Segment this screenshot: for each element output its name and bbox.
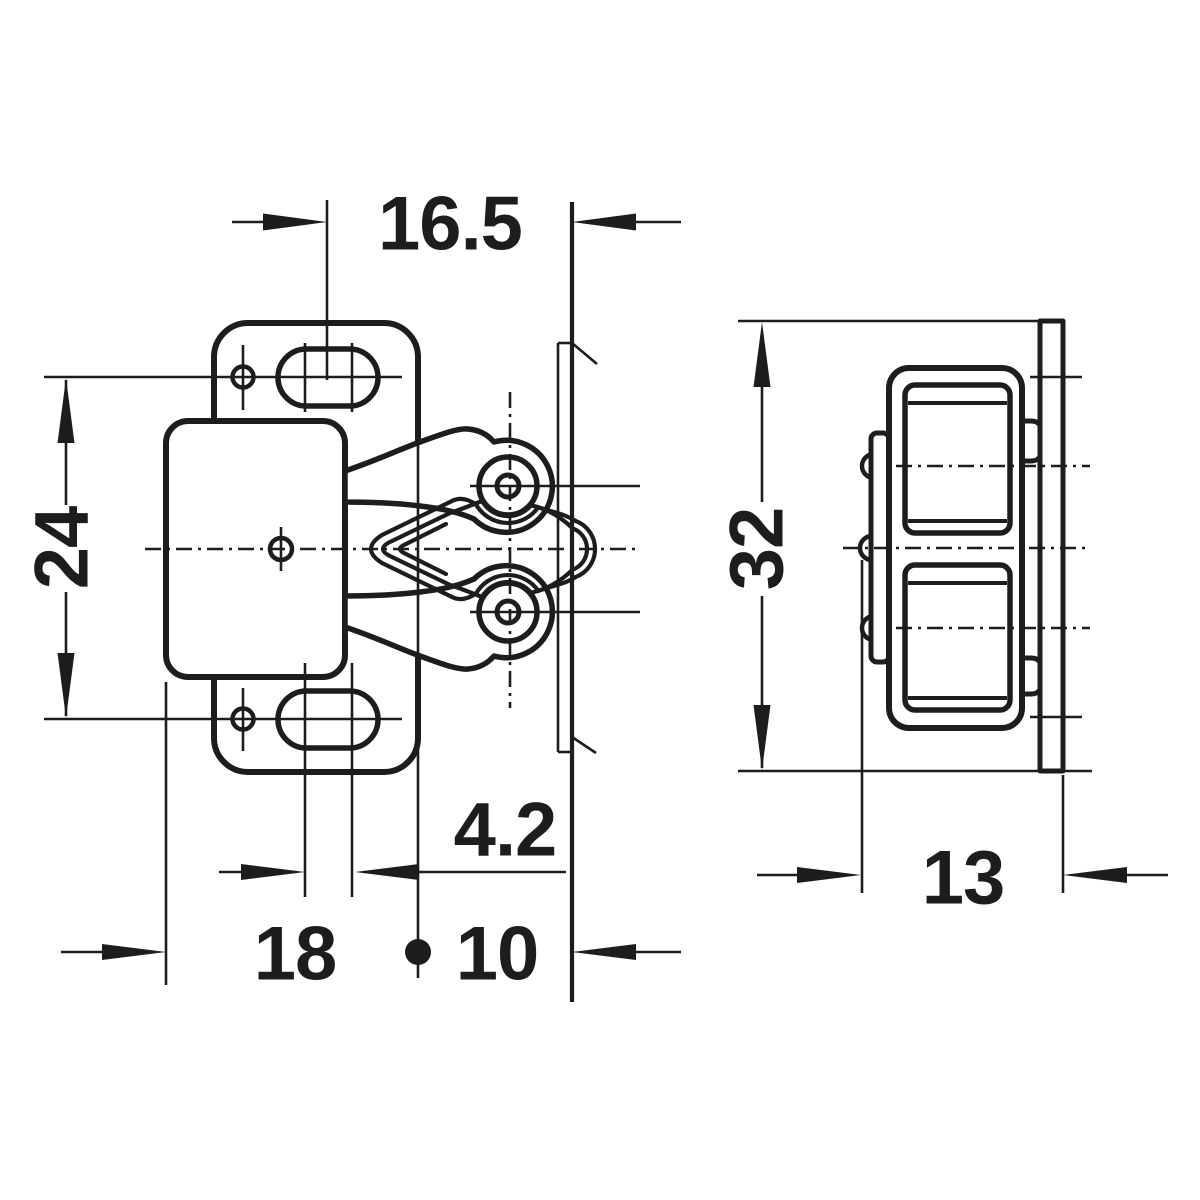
- side-top-roller: [902, 382, 1013, 536]
- arrowhead: [355, 864, 419, 880]
- dim-origin-dot: [405, 939, 431, 965]
- dim-32-label: 32: [715, 508, 800, 591]
- dim-13: [757, 775, 1168, 893]
- arrowhead: [753, 322, 771, 387]
- catch-body: [163, 418, 348, 680]
- dim-24-label: 24: [20, 506, 105, 589]
- dim-18-10: [61, 939, 681, 965]
- front-view: 16.5 24 4.2 18 10: [20, 182, 681, 1002]
- arrowhead: [57, 653, 75, 718]
- dim-32: [738, 319, 1092, 773]
- dim-16-5: [232, 200, 681, 380]
- side-view: 32 13: [715, 318, 1168, 921]
- dim-16-5-label: 16.5: [378, 182, 522, 267]
- dim-4-2-label: 4.2: [454, 788, 557, 873]
- arrowhead: [102, 944, 166, 960]
- panel-break-tick-bottom: [571, 735, 597, 755]
- dim-24: [57, 378, 75, 718]
- arrowhead: [241, 864, 305, 880]
- dim-18-label: 18: [254, 912, 337, 997]
- arrowhead: [263, 213, 327, 231]
- arrowhead: [797, 867, 861, 883]
- panel-edge: [556, 202, 598, 1002]
- arrowhead: [572, 944, 636, 960]
- side-mounting-plate: [1037, 318, 1066, 774]
- side-bottom-roller: [902, 562, 1013, 713]
- arrowhead: [57, 378, 75, 443]
- spring-chevron-middle: [380, 510, 453, 588]
- side-rollers: [902, 382, 1013, 713]
- side-centerlines: [843, 375, 1090, 893]
- dim-10-label: 10: [456, 912, 539, 997]
- front-centerlines: [44, 343, 640, 985]
- dim-13-label: 13: [922, 836, 1005, 921]
- arrowhead: [1063, 867, 1127, 883]
- dim-4-2: [219, 864, 566, 880]
- arrowhead: [753, 705, 771, 770]
- arrowhead: [572, 213, 636, 231]
- panel-break-tick-top: [571, 342, 598, 365]
